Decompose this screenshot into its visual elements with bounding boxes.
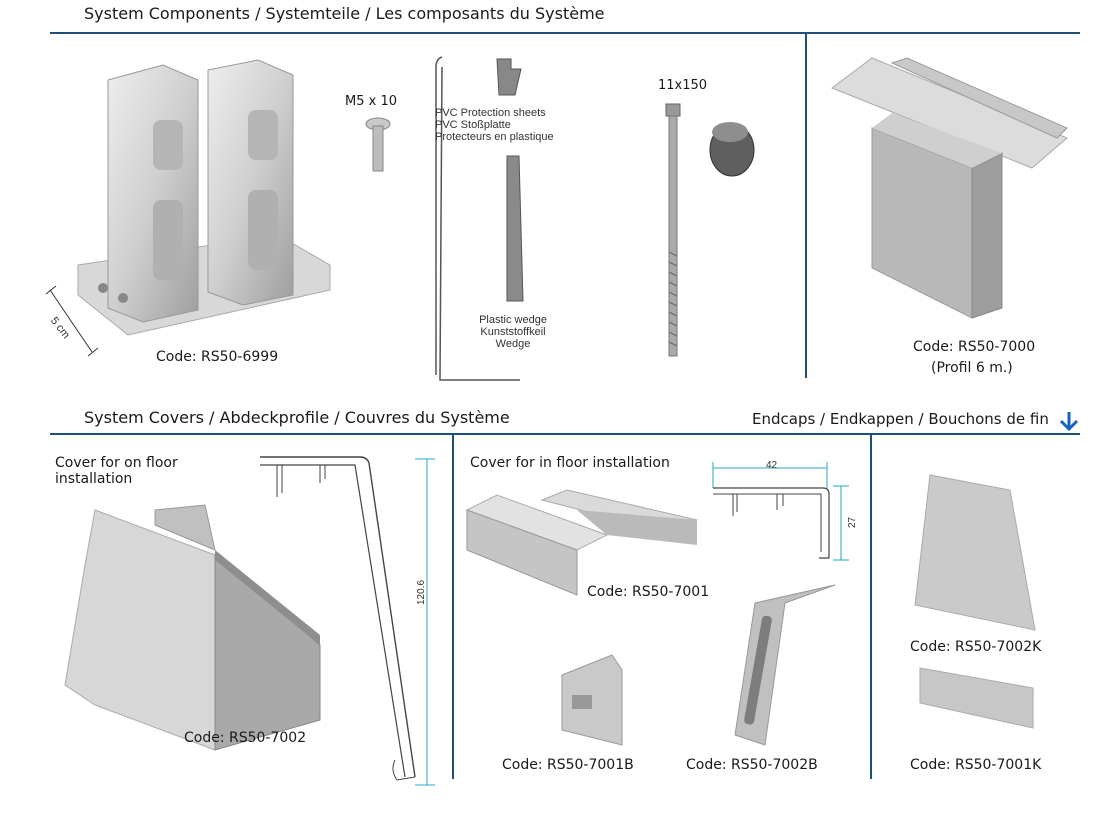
- endcap-7001b-code: Code: RS50-7001B: [502, 757, 634, 773]
- bolt-icon: [665, 103, 755, 357]
- height-dimension: 120.6: [416, 579, 427, 605]
- endcap-7002b-code: Code: RS50-7002B: [686, 757, 818, 773]
- endcaps-heading-en: Endcaps: [752, 410, 816, 428]
- on-floor-label-line2: installation: [55, 471, 133, 487]
- wedge-label-fr: Wedge: [495, 338, 531, 350]
- endcap-7002b-image: [734, 584, 836, 746]
- on-floor-profile-drawing: [260, 456, 435, 786]
- covers-divider-1: [452, 434, 454, 779]
- screw-icon: [365, 117, 391, 172]
- endcap-7002k-code: Code: RS50-7002K: [910, 639, 1042, 655]
- arrow-down-icon: [1059, 412, 1079, 432]
- covers-heading-rest: / Abdeckprofile / Couvres du Système: [203, 408, 510, 427]
- profile-note: (Profil 6 m.): [931, 360, 1013, 376]
- endcap-7001k-code: Code: RS50-7001K: [910, 757, 1042, 773]
- endcap-7001k-image: [919, 667, 1034, 729]
- protection-label: PVC Protection sheets PVC Stoßplatte Pro…: [435, 107, 554, 143]
- protection-label-de: PVC Stoßplatte: [435, 119, 511, 131]
- wedge-label-en: Plastic wedge: [479, 314, 547, 326]
- endcaps-heading-rest: / Endkappen / Bouchons de fin: [815, 410, 1049, 428]
- components-heading-rest: / Systemteile / Les composants du Systèm…: [249, 4, 605, 23]
- protection-label-en: PVC Protection sheets: [435, 107, 546, 119]
- wedge-label: Plastic wedge Kunststoffkeil Wedge: [468, 314, 558, 350]
- base-code: Code: RS50-6999: [156, 349, 279, 365]
- in-floor-cover-image: [465, 489, 699, 596]
- endcaps-heading: Endcaps / Endkappen / Bouchons de fin: [752, 410, 1049, 428]
- pvc-sheet-outline: [435, 56, 520, 381]
- covers-rule: [50, 433, 1080, 435]
- wedge-label-de: Kunststoffkeil: [480, 326, 546, 338]
- dimension-arrow: [45, 285, 99, 357]
- in-floor-profile-drawing: [712, 462, 849, 561]
- on-floor-label: Cover for on floor installation: [55, 455, 178, 487]
- plastic-wedge-icon: [506, 155, 524, 302]
- endcap-7002k-image: [914, 474, 1036, 631]
- endcap-7001b-image: [561, 654, 623, 746]
- top-rule: [50, 32, 1080, 34]
- width-dimension: 42: [766, 460, 778, 471]
- pvc-sheet-icon: [496, 58, 522, 96]
- in-floor-code: Code: RS50-7001: [587, 584, 710, 600]
- covers-divider-2: [870, 434, 872, 779]
- covers-heading: System Covers / Abdeckprofile / Couvres …: [84, 408, 510, 427]
- main-profile-image: [830, 57, 1068, 319]
- covers-heading-en: System Covers: [84, 408, 204, 427]
- bolt-label: 11x150: [658, 78, 708, 93]
- screw-label: M5 x 10: [345, 94, 397, 109]
- on-floor-label-line1: Cover for on floor: [55, 455, 178, 471]
- on-floor-code: Code: RS50-7002: [184, 730, 307, 746]
- in-floor-label: Cover for in floor installation: [470, 455, 670, 471]
- components-divider: [805, 33, 807, 378]
- profile-code: Code: RS50-7000: [913, 339, 1036, 355]
- components-heading-en: System Components: [84, 4, 250, 23]
- base-bracket-image: [77, 59, 331, 336]
- depth-dimension: 27: [847, 516, 858, 528]
- on-floor-cover-image: [64, 504, 321, 751]
- protection-label-fr: Protecteurs en plastique: [435, 131, 554, 143]
- components-heading: System Components / Systemteile / Les co…: [84, 4, 605, 23]
